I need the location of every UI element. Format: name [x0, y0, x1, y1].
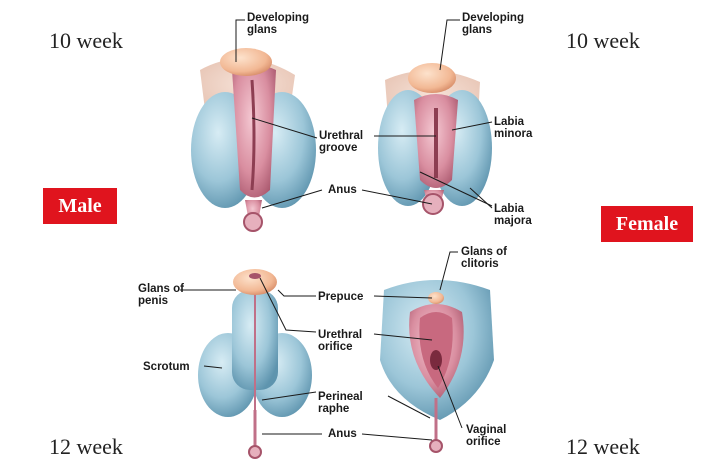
male-12-glans-of-penis [233, 269, 277, 295]
label-labia-majora-line2: majora [494, 215, 532, 227]
leader-anus-top-female [361, 189, 433, 205]
label-labia-minora-line2: minora [494, 128, 533, 140]
label-labia-majora-line1: Labia [494, 203, 525, 215]
leader-anus-bottom-female [361, 433, 433, 441]
week-label-top-right: 10 week [566, 28, 640, 53]
label-prepuce: Prepuce [318, 291, 364, 303]
male-label: Male [43, 188, 117, 224]
leader-labia-majora-1 [419, 171, 493, 207]
label-glans-of-penis: Glans of penis [138, 283, 184, 307]
week-label-bottom-right: 12 week [566, 434, 640, 459]
label-perineal-raphe-line1: Perineal [318, 391, 363, 403]
label-glans-of-penis-line1: Glans of [138, 283, 185, 295]
leader-urethral-orifice [259, 277, 317, 333]
female-12-week-figure [380, 280, 494, 453]
label-scrotum: Scrotum [143, 361, 190, 373]
label-glans-of-penis-line2: penis [138, 295, 169, 307]
label-perineal-raphe-line2: raphe [318, 403, 350, 415]
label-vaginal-orifice-line2: orifice [466, 436, 501, 448]
label-developing-glans-female: Developing glans [462, 12, 524, 36]
female-10-anus [422, 193, 444, 215]
label-perineal-raphe: Perineal raphe [318, 391, 363, 415]
leader-lines [180, 19, 493, 441]
female-label: Female [601, 206, 693, 242]
week-label-bottom-left: 12 week [49, 434, 123, 459]
male-10-developing-glans [220, 48, 272, 76]
leader-perineal-raphe-female [387, 395, 431, 419]
label-developing-glans-female-line1: Developing [462, 12, 524, 24]
label-anus-bottom: Anus [328, 428, 357, 440]
female-12-vestibule [419, 312, 453, 388]
leader-urethral-groove [251, 117, 318, 139]
label-anus-top: Anus [328, 184, 357, 196]
female-12-anus [429, 439, 443, 453]
leader-developing-glans-female [439, 19, 460, 71]
label-glans-of-clitoris: Glans of clitoris [461, 246, 507, 270]
label-glans-of-clitoris-line2: clitoris [461, 258, 499, 270]
label-vaginal-orifice: Vaginal orifice [466, 424, 506, 448]
leader-labia-majora-2 [469, 187, 493, 209]
leader-urethral-orifice-female [373, 333, 433, 341]
leader-prepuce [277, 289, 316, 297]
female-12-glans-of-clitoris [428, 292, 444, 304]
label-developing-glans-male-line2: glans [247, 24, 278, 36]
male-12-urethral-orifice [249, 273, 261, 279]
label-developing-glans-female-line2: glans [462, 24, 493, 36]
male-10-urethral-groove [250, 79, 256, 191]
label-labia-minora-line1: Labia [494, 116, 525, 128]
female-12-vaginal-orifice [430, 350, 442, 370]
label-labia-majora: Labia majora [494, 203, 532, 227]
leader-scrotum [203, 365, 223, 369]
female-10-week-figure [378, 63, 492, 215]
leader-perineal-raphe [261, 391, 317, 401]
leader-vaginal-orifice [437, 365, 463, 429]
label-urethral-groove: Urethral groove [319, 130, 363, 154]
leader-prepuce-female [373, 295, 433, 299]
label-urethral-groove-line2: groove [319, 142, 358, 154]
label-urethral-orifice: Urethral orifice [318, 329, 362, 353]
male-12-anus [248, 445, 262, 459]
leader-glans-of-clitoris [439, 251, 458, 291]
label-urethral-orifice-line2: orifice [318, 341, 353, 353]
female-10-developing-glans [408, 63, 456, 93]
male-12-week-figure [198, 269, 312, 459]
label-glans-of-clitoris-line1: Glans of [461, 246, 508, 258]
leader-anus-top-male [261, 189, 323, 209]
male-10-week-figure [191, 48, 316, 232]
leader-developing-glans-male [235, 19, 245, 62]
label-vaginal-orifice-line1: Vaginal [466, 424, 507, 436]
label-labia-minora: Labia minora [494, 116, 532, 140]
leader-labia-minora [451, 121, 493, 131]
label-urethral-groove-line1: Urethral [319, 130, 364, 142]
label-developing-glans-male-line1: Developing [247, 12, 309, 24]
label-urethral-orifice-line1: Urethral [318, 329, 363, 341]
male-10-anus [243, 212, 263, 232]
label-developing-glans-male: Developing glans [247, 12, 309, 36]
week-label-top-left: 10 week [49, 28, 123, 53]
